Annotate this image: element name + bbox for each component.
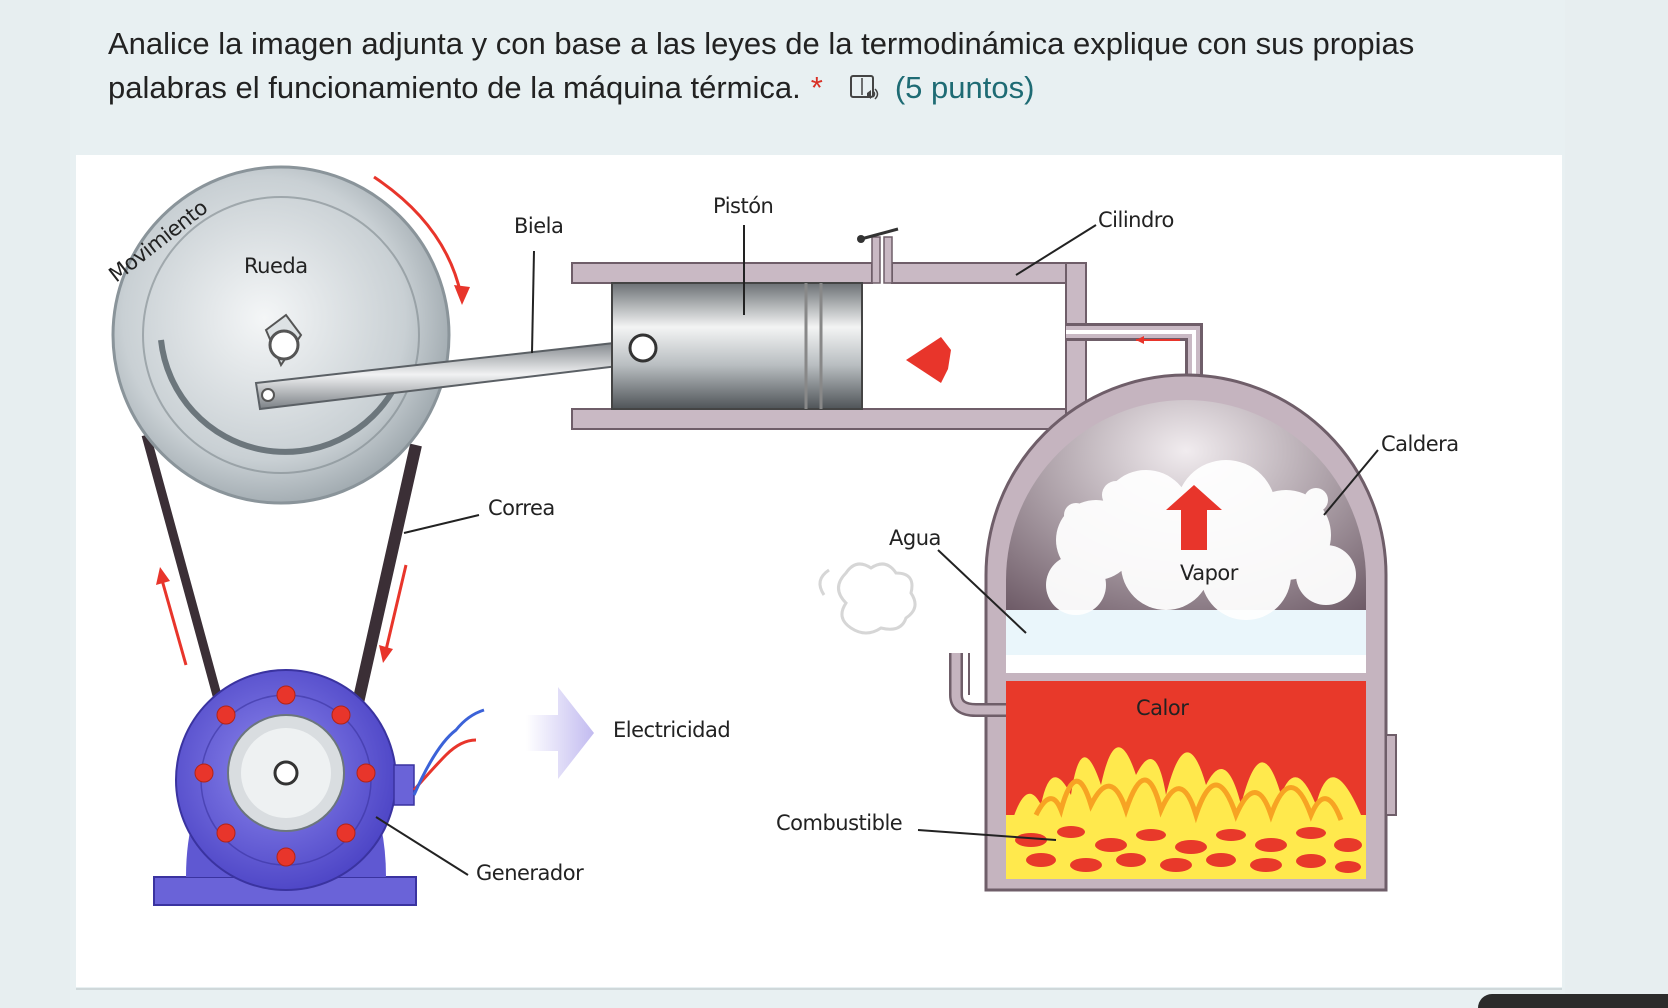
- label-electricidad: Electricidad: [613, 718, 730, 742]
- card-divider: [76, 988, 1562, 990]
- corner-widget: [1478, 994, 1668, 1008]
- question-text: Analice la imagen adjunta y con base a l…: [108, 26, 1415, 105]
- generador-generator: [153, 669, 485, 906]
- label-biela: Biela: [514, 214, 563, 238]
- question-title: Analice la imagen adjunta y con base a l…: [108, 22, 1528, 110]
- label-cilindro: Cilindro: [1098, 208, 1174, 232]
- label-correa: Correa: [488, 496, 555, 520]
- label-vapor: Vapor: [1180, 561, 1239, 585]
- cilindro-cylinder: [571, 227, 1087, 430]
- rueda-wheel: [111, 165, 451, 505]
- label-agua: Agua: [889, 526, 941, 550]
- electricity-arrow: [526, 687, 594, 779]
- immersive-reader-icon[interactable]: [849, 71, 879, 101]
- heat-engine-diagram: Movimiento Rueda Biela Pistón Cilindro C…: [76, 155, 1562, 987]
- caldera-boiler: [818, 373, 1397, 892]
- label-calor: Calor: [1136, 696, 1189, 720]
- label-generador: Generador: [476, 861, 584, 885]
- question-points: (5 puntos): [894, 70, 1035, 105]
- motion-arrows: [156, 175, 470, 666]
- leader-lines: [375, 224, 1379, 876]
- label-rueda: Rueda: [244, 254, 308, 278]
- label-caldera: Caldera: [1381, 432, 1459, 456]
- required-asterisk: *: [810, 70, 823, 105]
- label-piston: Pistón: [713, 194, 773, 218]
- label-combustible: Combustible: [776, 811, 902, 835]
